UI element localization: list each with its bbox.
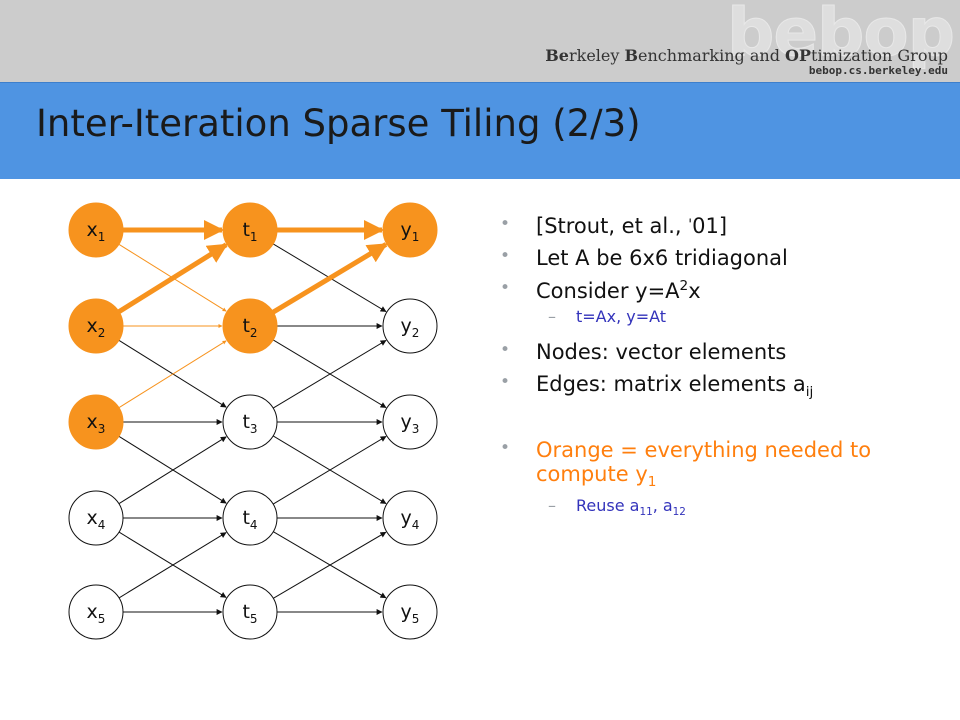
node-y2: y2: [382, 298, 438, 354]
bullet-glyph: •: [500, 438, 511, 459]
node-circle: [382, 490, 438, 546]
edge-t3-y2: [272, 339, 387, 409]
bullet-glyph: •: [500, 246, 511, 266]
node-circle: [222, 584, 278, 640]
dash-glyph: –: [548, 307, 556, 326]
node-y4: y4: [382, 490, 438, 546]
edge-x3-t2: [118, 340, 227, 409]
subbullet-text: Reuse a: [576, 496, 640, 516]
node-label: t3: [242, 411, 257, 436]
node-label: x2: [87, 315, 106, 340]
edges-layer: [117, 220, 388, 615]
node-circle: [68, 490, 124, 546]
bullet-text: Let A be 6x6 tridiagonal: [536, 246, 788, 270]
bullet-text: Orange = everything needed to compute y: [536, 438, 872, 487]
node-t5: t5: [222, 584, 278, 640]
bullet-sup: 2: [679, 278, 689, 294]
bullet-glyph: •: [500, 278, 511, 298]
node-label: y3: [401, 411, 420, 436]
title-band: [0, 82, 960, 179]
node-circle: [68, 584, 124, 640]
bullet-text: x: [688, 279, 701, 303]
node-circle: [382, 298, 438, 354]
node-circle: [222, 394, 278, 450]
bullet-nodes: • Nodes: vector elements: [500, 340, 940, 364]
node-t3: t3: [222, 394, 278, 450]
node-x3: x3: [68, 394, 124, 450]
bullet-edges: • Edges: matrix elements aij: [500, 372, 940, 400]
slide-title: Inter-Iteration Sparse Tiling (2/3): [36, 102, 641, 145]
node-label: t2: [242, 315, 257, 340]
node-label: y4: [401, 507, 420, 532]
edge-t5-y4: [273, 531, 387, 599]
bullet-sub: 1: [647, 474, 657, 491]
node-label: t4: [242, 507, 257, 532]
node-label: x1: [87, 219, 106, 244]
node-x5: x5: [68, 584, 124, 640]
node-circle: [382, 202, 438, 258]
bullet-consider: • Consider y=A2x: [500, 278, 940, 303]
node-t4: t4: [222, 490, 278, 546]
node-label: y1: [401, 219, 420, 244]
edge-x2-t1: [117, 242, 228, 314]
node-circle: [68, 394, 124, 450]
bullet-list: • [Strout, et al., '01] • Let A be 6x6 t…: [500, 214, 940, 519]
node-label: x5: [87, 601, 106, 626]
edge-x5-t4: [118, 532, 227, 599]
node-x1: x1: [68, 202, 124, 258]
bullet-matrix: • Let A be 6x6 tridiagonal: [500, 246, 940, 270]
node-circle: [382, 394, 438, 450]
bullet-text: Consider y=A: [536, 279, 680, 303]
bullet-text: [Strout, et al.,: [536, 214, 689, 238]
node-y5: y5: [382, 584, 438, 640]
edge-x4-t3: [118, 436, 227, 505]
node-x2: x2: [68, 298, 124, 354]
node-circle: [68, 298, 124, 354]
node-circle: [68, 202, 124, 258]
header-band: bebop Berkeley Benchmarking and OPtimiza…: [0, 0, 960, 82]
subbullet-text: , a: [652, 496, 673, 516]
group-url: bebop.cs.berkeley.edu: [808, 64, 948, 77]
subbullet-text: t=Ax, y=At: [576, 307, 667, 326]
dash-glyph: –: [548, 496, 556, 516]
bullet-glyph: •: [500, 214, 511, 234]
node-label: y2: [401, 315, 420, 340]
bullet-text: 01]: [692, 214, 728, 238]
node-y1: y1: [382, 202, 438, 258]
group-name: Berkeley Benchmarking and OPtimization G…: [545, 46, 948, 65]
node-label: t5: [242, 601, 257, 626]
node-label: x3: [87, 411, 106, 436]
bullet-orange: • Orange = everything needed to compute …: [500, 438, 940, 490]
nodes-layer: x1 x2 x3 x4 x5 t1 t2 t3 t4 t5 y1 y2 y3 y4 y5: [68, 202, 438, 640]
bullet-glyph: •: [500, 340, 511, 360]
subbullet-equations: – t=Ax, y=At: [500, 307, 940, 326]
subbullet-sub: 11: [639, 506, 653, 519]
node-label: x4: [87, 507, 106, 532]
node-label: y5: [401, 601, 420, 626]
node-x4: x4: [68, 490, 124, 546]
bebop-logo: bebop: [727, 0, 956, 71]
node-y3: y3: [382, 394, 438, 450]
node-circle: [222, 202, 278, 258]
bullet-glyph: •: [500, 372, 511, 392]
subbullet-sub: 12: [672, 506, 686, 519]
node-circle: [382, 584, 438, 640]
edge-t2-y1: [271, 242, 388, 315]
node-label: t1: [242, 219, 257, 244]
subbullet-reuse: – Reuse a11, a12: [500, 496, 940, 518]
node-t1: t1: [222, 202, 278, 258]
node-circle: [222, 490, 278, 546]
edge-t4-y3: [272, 435, 387, 505]
bullet-citation: • [Strout, et al., '01]: [500, 214, 940, 238]
bullet-text: Edges: matrix elements a: [536, 372, 806, 396]
node-circle: [222, 298, 278, 354]
bullet-sub: ij: [805, 384, 814, 401]
bullet-text: Nodes: vector elements: [536, 340, 787, 364]
bullet-tick: ': [688, 217, 693, 233]
node-t2: t2: [222, 298, 278, 354]
